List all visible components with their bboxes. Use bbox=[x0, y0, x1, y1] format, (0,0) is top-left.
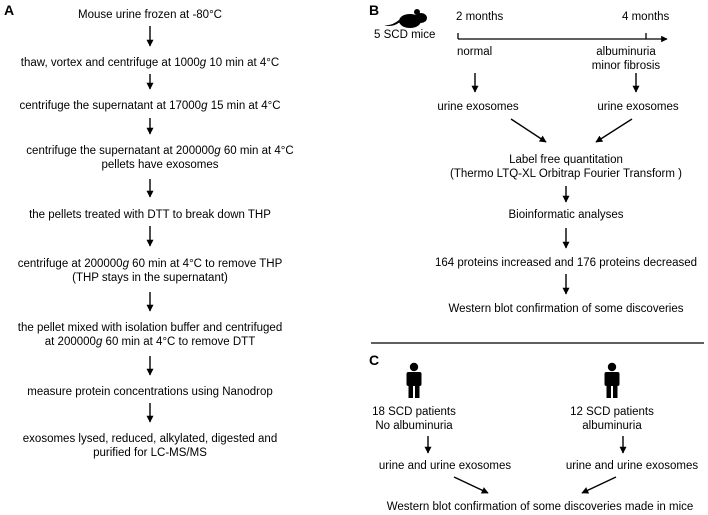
step-1: Mouse urine frozen at -80°C bbox=[78, 9, 222, 21]
bioinformatic-analyses: Bioinformatic analyses bbox=[508, 209, 624, 221]
panel-b-arrows bbox=[471, 73, 640, 295]
timepoint-2-months: 2 months bbox=[456, 11, 504, 23]
step-4: centrifuge the supernatant at 200000g 60… bbox=[26, 145, 294, 171]
panel-a-label: A bbox=[4, 2, 15, 18]
mouse-icon bbox=[384, 9, 427, 28]
step-5: the pellets treated with DTT to break do… bbox=[29, 209, 271, 221]
panel-c-arrows bbox=[424, 436, 627, 494]
western-blot-patients: Western blot confirmation of some discov… bbox=[386, 501, 694, 513]
panel-b-label: B bbox=[369, 2, 380, 18]
person-icon-2 bbox=[604, 362, 620, 398]
panel-c-label: C bbox=[369, 352, 380, 368]
urine-exosomes-group-1: urine and urine exosomes bbox=[378, 460, 512, 472]
exosomes-2-months: urine exosomes bbox=[437, 101, 519, 113]
arrow-b-merge-right bbox=[595, 118, 633, 143]
step-8: measure protein concentrations using Nan… bbox=[27, 386, 273, 398]
label-free-quantitation: Label free quantitation(Thermo LTQ-XL Or… bbox=[450, 154, 682, 180]
western-blot-mice: Western blot confirmation of some discov… bbox=[448, 303, 684, 315]
person-icon-1 bbox=[406, 362, 422, 398]
status-normal: normal bbox=[457, 46, 493, 58]
timeline bbox=[457, 33, 668, 43]
urine-exosomes-group-2: urine and urine exosomes bbox=[565, 460, 699, 472]
exosomes-4-months: urine exosomes bbox=[597, 101, 679, 113]
arrow-b-merge-left bbox=[510, 118, 547, 143]
step-3: centrifuge the supernatant at 17000g 15 … bbox=[19, 100, 281, 112]
arrow-c-merge-left bbox=[453, 476, 489, 494]
mice-label: 5 SCD mice bbox=[374, 29, 436, 41]
step-2: thaw, vortex and centrifuge at 1000g 10 … bbox=[20, 57, 280, 69]
step-6: centrifuge at 200000g 60 min at 4°C to r… bbox=[17, 258, 283, 284]
arrow-c-merge-right bbox=[581, 476, 617, 494]
protein-changes: 164 proteins increased and 176 proteins … bbox=[434, 257, 698, 269]
step-9: exosomes lysed, reduced, alkylated, dige… bbox=[22, 433, 278, 459]
timepoint-4-months: 4 months bbox=[622, 11, 670, 23]
step-7: the pellet mixed with isolation buffer a… bbox=[17, 322, 283, 348]
